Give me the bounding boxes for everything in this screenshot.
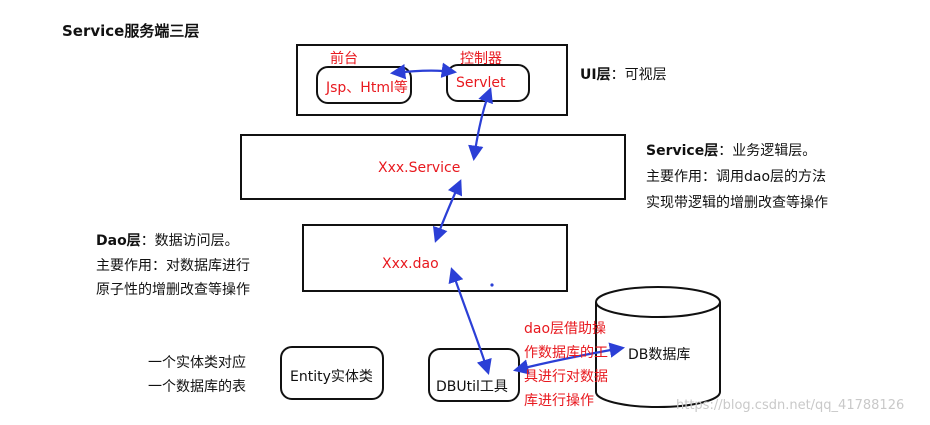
- watermark-text: https://blog.csdn.net/qq_41788126: [676, 398, 905, 413]
- controller-label: 控制器: [460, 51, 502, 67]
- dbutil-note-line3: 具进行对数据: [524, 369, 608, 385]
- dao-layer-desc: Dao层：数据访问层。: [96, 230, 239, 250]
- dbutil-note-line1: dao层借助操: [524, 321, 607, 337]
- service-dao-arrow: [432, 179, 463, 243]
- dao-layer-desc-line2: 主要作用：对数据库进行: [96, 258, 250, 274]
- dbutil-box-text: DBUtil工具: [436, 379, 508, 395]
- stray-dot: [490, 283, 494, 287]
- database-label: DB数据库: [628, 347, 691, 363]
- service-box-text: Xxx.Service: [378, 160, 461, 176]
- dao-layer-box: [302, 224, 568, 292]
- front-label: 前台: [330, 51, 358, 67]
- entity-note-line2: 一个数据库的表: [148, 379, 246, 395]
- dbutil-db-arrow: [513, 342, 626, 375]
- servlet-service-arrow: [468, 87, 493, 162]
- service-layer-desc-line2: 主要作用：调用dao层的方法: [646, 169, 827, 185]
- entity-box-text: Entity实体类: [290, 369, 373, 385]
- database-cylinder: [595, 286, 721, 408]
- dbutil-note-line2: 作数据库的工: [524, 345, 608, 361]
- ui-layer-desc-bold: UI层: [580, 67, 611, 83]
- dao-layer-desc-line3: 原子性的增删改查等操作: [96, 282, 250, 298]
- entity-box: [280, 346, 384, 400]
- dao-dbutil-arrow: [448, 267, 492, 375]
- dao-layer-desc-rest: ：数据访问层。: [140, 233, 239, 249]
- service-layer-desc-rest: ：业务逻辑层。: [718, 143, 817, 159]
- service-layer-desc-line3: 实现带逻辑的增删改查等操作: [646, 195, 828, 211]
- dao-layer-desc-bold: Dao层: [96, 233, 141, 249]
- service-layer-desc: Service层：业务逻辑层。: [646, 140, 816, 160]
- servlet-text: Servlet: [456, 75, 506, 91]
- dbutil-note-line4: 库进行操作: [524, 393, 594, 409]
- diagram-title: Service服务端三层: [62, 22, 200, 40]
- entity-note-line1: 一个实体类对应: [148, 355, 246, 371]
- ui-layer-desc: UI层：可视层: [580, 64, 667, 84]
- jsp-servlet-arrow: [389, 62, 458, 80]
- jsp-html-text: Jsp、Html等: [326, 80, 408, 96]
- dao-box-text: Xxx.dao: [382, 256, 439, 272]
- service-layer-desc-bold: Service层: [646, 143, 719, 159]
- ui-layer-desc-rest: ：可视层: [610, 67, 667, 83]
- jsp-html-box: [316, 66, 412, 104]
